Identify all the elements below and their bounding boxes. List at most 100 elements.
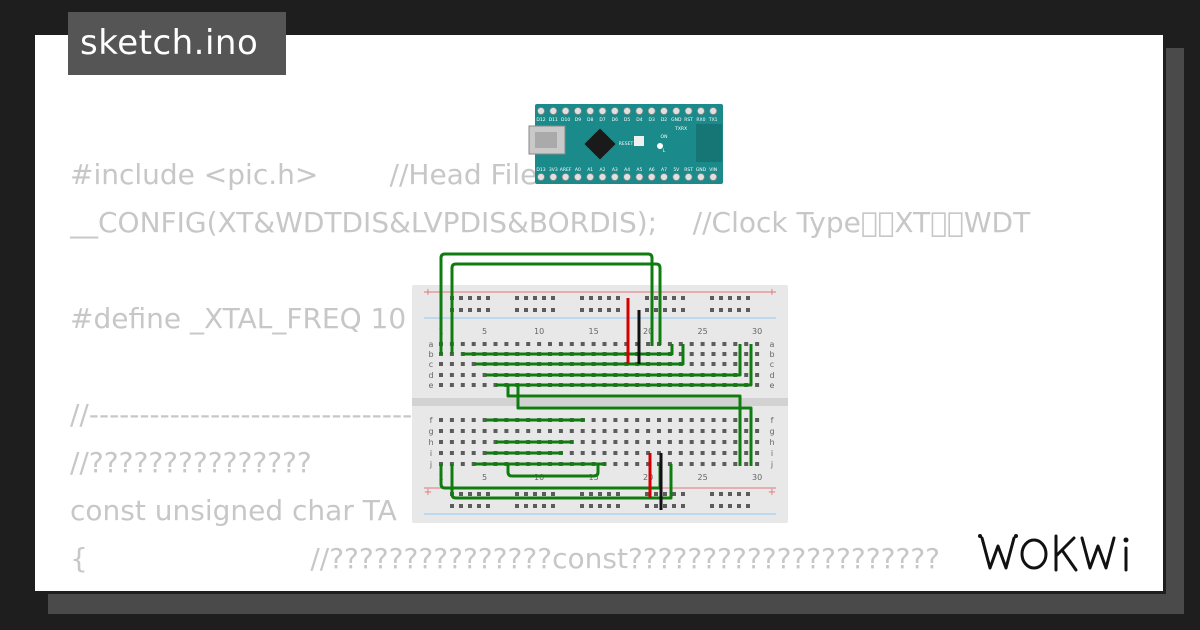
- arduino-pin: [598, 173, 607, 181]
- column-number: 30: [752, 473, 762, 482]
- arduino-pin: [610, 173, 619, 181]
- arduino-pin-label: A7: [661, 167, 667, 173]
- arduino-pin-label: D6: [612, 117, 618, 123]
- breadboard-hole: [616, 492, 620, 496]
- breadboard-hole: [728, 492, 732, 496]
- breadboard-hole: [744, 462, 749, 466]
- row-letter: i: [771, 449, 773, 458]
- arduino-pin-label: A5: [636, 167, 642, 173]
- arduino-pin: [586, 173, 595, 181]
- breadboard-hole: [635, 462, 640, 466]
- arduino-pin-label: A3: [612, 167, 618, 173]
- column-number: 10: [534, 327, 544, 336]
- column-number: 5: [482, 327, 487, 336]
- breadboard-hole: [526, 342, 531, 346]
- breadboard-hole: [551, 504, 555, 508]
- breadboard-hole: [482, 429, 487, 433]
- column-number: 25: [698, 327, 708, 336]
- breadboard-hole: [486, 308, 490, 312]
- arduino-pin: [709, 107, 718, 115]
- breadboard-hole: [635, 342, 640, 346]
- row-letter: e: [770, 381, 775, 390]
- breadboard-hole: [450, 504, 454, 508]
- breadboard-hole: [504, 342, 509, 346]
- breadboard-hole: [711, 440, 716, 444]
- breadboard-hole: [515, 296, 519, 300]
- breadboard-hole: [613, 451, 618, 455]
- breadboard-hole: [722, 362, 727, 366]
- breadboard-hole: [744, 373, 749, 377]
- arduino-pin-label: D4: [636, 117, 642, 123]
- breadboard-hole: [460, 429, 465, 433]
- rail-plus-sign: +: [424, 287, 432, 298]
- breadboard-hole: [711, 429, 716, 433]
- code-line: { //???????????????const????????????????…: [70, 542, 941, 575]
- breadboard-hole: [657, 418, 661, 422]
- breadboard-hole: [700, 352, 705, 356]
- breadboard-hole: [591, 418, 596, 422]
- breadboard-hole: [700, 418, 705, 422]
- arduino-pin-label: GND: [671, 117, 682, 123]
- breadboard-hole: [493, 429, 498, 433]
- breadboard-hole: [722, 342, 727, 346]
- breadboard-hole: [551, 296, 555, 300]
- breadboard-hole: [646, 429, 651, 433]
- breadboard-hole: [569, 429, 574, 433]
- breadboard-hole: [482, 440, 487, 444]
- breadboard-hole: [755, 462, 760, 466]
- breadboard-hole: [460, 451, 465, 455]
- breadboard-hole: [722, 451, 727, 455]
- arduino-pin-label: D9: [575, 117, 581, 123]
- breadboard-hole: [471, 451, 476, 455]
- breadboard-hole: [460, 418, 465, 422]
- breadboard-hole: [710, 504, 714, 508]
- breadboard-hole: [657, 429, 661, 433]
- breadboard-hole: [646, 440, 651, 444]
- breadboard-hole: [459, 492, 463, 496]
- breadboard-hole: [602, 342, 607, 346]
- arduino-pin-label: A6: [649, 167, 655, 173]
- breadboard-hole: [700, 429, 705, 433]
- breadboard-hole: [542, 504, 546, 508]
- power-led-label: ON: [661, 134, 668, 140]
- breadboard-hole: [591, 429, 596, 433]
- breadboard-hole: [700, 362, 705, 366]
- breadboard-hole: [744, 429, 749, 433]
- breadboard-hole: [551, 492, 555, 496]
- arduino-pin-label: RST: [684, 167, 693, 173]
- arduino-pin: [623, 107, 631, 115]
- breadboard-hole: [672, 492, 676, 496]
- breadboard-hole: [471, 373, 476, 377]
- breadboard-hole: [449, 451, 454, 455]
- breadboard-hole: [672, 308, 676, 312]
- code-line: #include <pic.h> //Head File: [70, 158, 538, 191]
- arduino-pin-label: D5: [624, 117, 630, 123]
- arduino-pin: [647, 173, 656, 181]
- breadboard-hole: [482, 418, 487, 422]
- breadboard-hole: [755, 342, 760, 346]
- breadboard-hole: [524, 296, 528, 300]
- breadboard-hole: [737, 504, 741, 508]
- breadboard-hole: [744, 451, 749, 455]
- breadboard-hole: [524, 504, 528, 508]
- breadboard-hole: [744, 342, 749, 346]
- breadboard-hole: [744, 440, 749, 444]
- breadboard-hole: [569, 342, 574, 346]
- breadboard-hole: [477, 308, 481, 312]
- breadboard-hole: [471, 462, 476, 466]
- breadboard-hole: [733, 362, 738, 366]
- arduino-pin: [623, 173, 631, 181]
- breadboard-hole: [733, 352, 738, 356]
- arduino-pin: [537, 173, 545, 181]
- breadboard-hole: [667, 451, 672, 455]
- breadboard-hole: [746, 504, 750, 508]
- breadboard-hole: [667, 418, 672, 422]
- arduino-pin: [610, 107, 619, 115]
- rail-plus-sign: +: [768, 287, 776, 298]
- breadboard-hole: [477, 504, 481, 508]
- breadboard-hole: [580, 440, 585, 444]
- arduino-pin: [561, 173, 570, 181]
- row-letter: g: [769, 427, 774, 436]
- arduino-pin: [660, 107, 668, 115]
